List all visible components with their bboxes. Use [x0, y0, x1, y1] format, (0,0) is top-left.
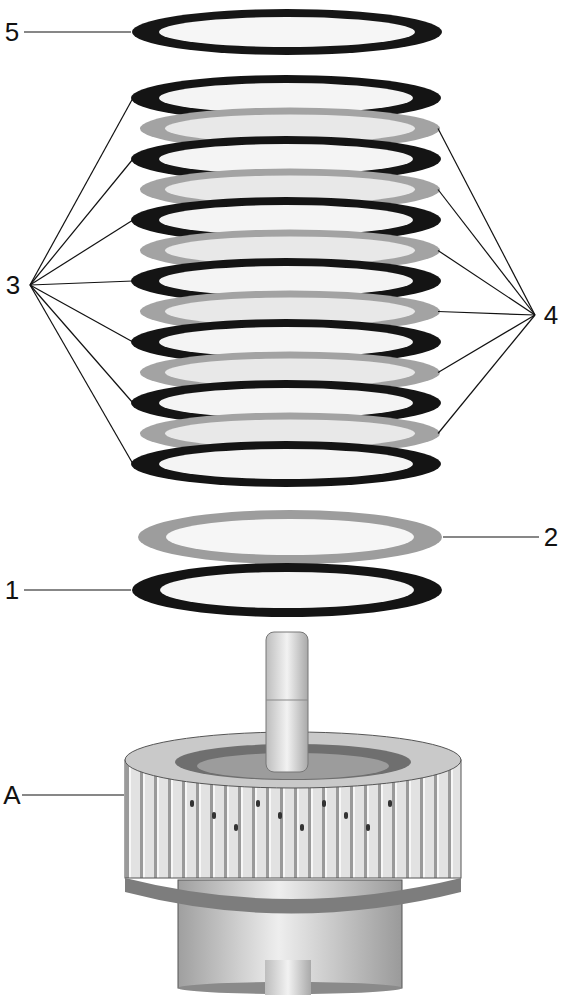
callout-label: 4	[543, 302, 559, 328]
callout-label: 2	[543, 524, 559, 550]
friction-disc	[131, 441, 441, 487]
leader-lines	[22, 32, 539, 795]
friction-disc	[132, 563, 442, 617]
clutch-hub	[125, 632, 461, 995]
steel-plate	[138, 510, 442, 564]
callout-label: 5	[4, 19, 20, 45]
pressure-plate	[132, 9, 442, 55]
callout-label: 3	[5, 272, 21, 298]
callout-label: A	[2, 782, 21, 808]
disc-stack	[131, 75, 441, 487]
callout-label: 1	[4, 577, 20, 603]
